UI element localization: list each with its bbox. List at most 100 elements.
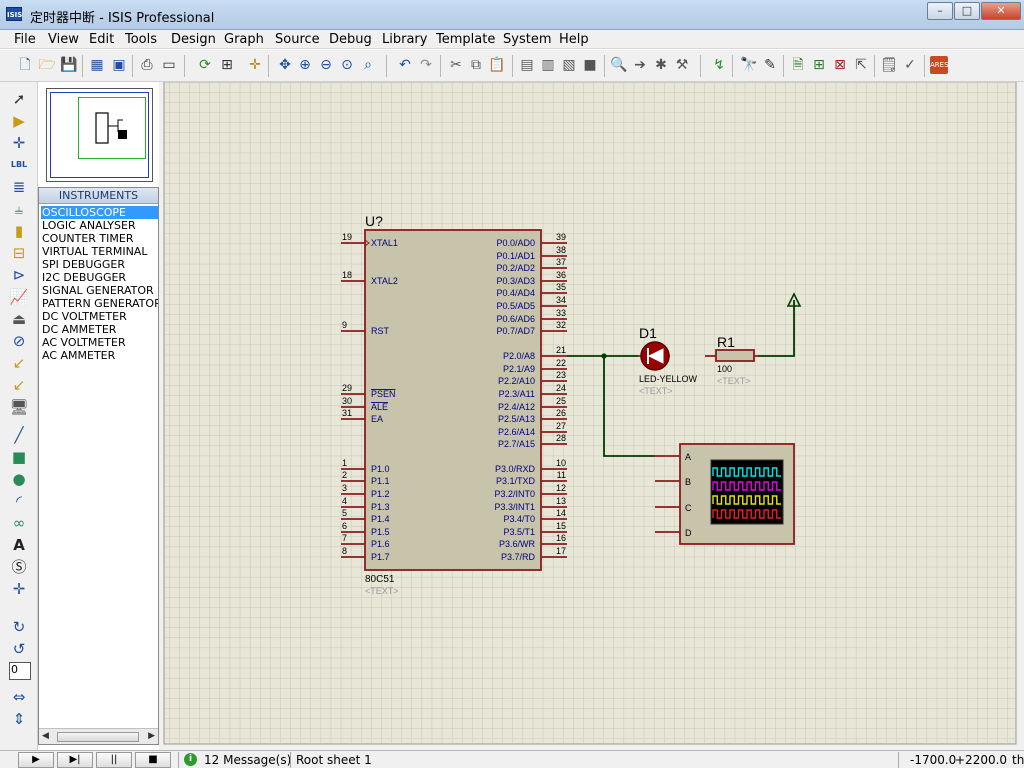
redraw-icon[interactable]: ⟳ <box>199 57 211 73</box>
instrument-item[interactable]: AC VOLTMETER <box>42 336 126 349</box>
block-rotate-icon[interactable]: ▧ <box>562 57 576 73</box>
zoom-out-icon[interactable]: ⊖ <box>320 57 332 73</box>
menu-system[interactable]: System <box>503 32 552 47</box>
block-copy-icon[interactable]: ▤ <box>520 57 534 73</box>
menu-graph[interactable]: Graph <box>224 32 264 47</box>
line-2d-icon[interactable]: ╱ <box>14 426 24 444</box>
minimize-button[interactable]: – <box>927 2 953 20</box>
buses-icon[interactable]: ⫨ <box>14 200 24 218</box>
pick-device-icon[interactable]: 🔍 <box>610 57 628 73</box>
subcircuit-icon[interactable]: ▮ <box>14 222 24 240</box>
terminals-icon[interactable]: ⊟ <box>12 244 26 262</box>
menu-edit[interactable]: Edit <box>89 32 115 47</box>
cut-icon[interactable]: ✂ <box>450 57 462 73</box>
set-area-icon[interactable]: ▭ <box>162 57 176 73</box>
graph-mode-icon[interactable]: 📈 <box>9 288 29 306</box>
tape-recorder-icon[interactable]: ⏏ <box>11 310 27 328</box>
wire-label-icon[interactable]: LBL <box>10 160 28 169</box>
property-assignment-icon[interactable]: ✎ <box>764 57 776 73</box>
import-section-icon[interactable]: ▦ <box>90 57 104 73</box>
scroll-left-icon[interactable]: ◀ <box>42 731 49 741</box>
remove-sheet-icon[interactable]: ⊠ <box>834 57 846 73</box>
menu-template[interactable]: Template <box>436 32 496 47</box>
undo-icon[interactable]: ↶ <box>399 57 411 73</box>
bill-of-materials-icon[interactable]: 🗒 <box>880 57 898 73</box>
instrument-item[interactable]: SIGNAL GENERATOR <box>42 284 154 297</box>
paste-icon[interactable]: 📋 <box>488 57 506 73</box>
mirror-x-icon[interactable]: ⇔ <box>12 688 26 706</box>
close-button[interactable]: ✕ <box>981 2 1021 20</box>
menu-library[interactable]: Library <box>382 32 428 47</box>
mirror-y-icon[interactable]: ⇕ <box>12 710 26 728</box>
zoom-area-icon[interactable]: ⌕ <box>364 57 372 73</box>
schematic-canvas[interactable]: U?80C51<TEXT>19XTAL118XTAL29RST29PSEN30A… <box>159 82 1024 750</box>
wire-autorouter-icon[interactable]: ↯ <box>713 57 725 73</box>
ares-netlist-icon[interactable]: ARES <box>930 56 949 74</box>
play-button[interactable]: ▶ <box>18 752 54 768</box>
menu-source[interactable]: Source <box>275 32 320 47</box>
marker-2d-icon[interactable]: ✛ <box>12 580 26 598</box>
arc-2d-icon[interactable]: ◜ <box>16 492 22 510</box>
maximize-button[interactable]: □ <box>954 2 980 20</box>
text-script-icon[interactable]: ≣ <box>12 178 26 196</box>
wire-p20-scope[interactable] <box>603 356 655 457</box>
new-file-icon[interactable]: 🗋 <box>19 57 31 73</box>
instrument-item[interactable]: DC VOLTMETER <box>42 310 127 323</box>
grid-toggle-icon[interactable]: ⊞ <box>221 57 233 73</box>
instrument-item[interactable]: SPI DEBUGGER <box>42 258 126 271</box>
exit-to-parent-icon[interactable]: ⇱ <box>855 57 867 73</box>
menu-tools[interactable]: Tools <box>125 32 158 47</box>
instrument-item[interactable]: I2C DEBUGGER <box>42 271 127 284</box>
virtual-instruments-icon[interactable]: 🖥 <box>9 398 29 416</box>
voltage-probe-icon[interactable]: ↙ <box>12 354 26 372</box>
scroll-right-icon[interactable]: ▶ <box>148 731 155 741</box>
selection-mode-icon[interactable]: ➚ <box>12 90 26 108</box>
overview-visible-area[interactable] <box>78 97 146 159</box>
rotation-angle-field[interactable]: 0 <box>9 662 31 680</box>
copy-icon[interactable]: ⧉ <box>471 57 481 73</box>
step-button[interactable]: ▶| <box>57 752 93 768</box>
instrument-item[interactable]: OSCILLOSCOPE <box>41 206 158 219</box>
pan-icon[interactable]: ✥ <box>279 57 291 73</box>
package-tool-icon[interactable]: ✱ <box>655 57 667 73</box>
block-delete-icon[interactable]: ■ <box>583 57 597 73</box>
pause-button[interactable]: || <box>96 752 132 768</box>
circle-2d-icon[interactable]: ● <box>12 470 26 488</box>
export-section-icon[interactable]: ▣ <box>112 57 126 73</box>
mcu-body[interactable] <box>364 229 542 571</box>
instrument-item[interactable]: PATTERN GENERATOR <box>42 297 158 310</box>
isis-app-icon[interactable]: ISIS <box>6 7 22 21</box>
path-2d-icon[interactable]: ∞ <box>12 514 26 532</box>
rotate-clockwise-icon[interactable]: ↻ <box>12 618 26 636</box>
instrument-list-scrollbar[interactable]: ◀ ▶ <box>39 728 158 744</box>
resistor-r1-body[interactable] <box>715 349 755 362</box>
overview-window[interactable] <box>46 88 153 182</box>
block-move-icon[interactable]: ▥ <box>541 57 555 73</box>
junction-dot-icon[interactable]: ✛ <box>12 134 26 152</box>
wire-r1-power[interactable] <box>758 300 795 357</box>
generator-mode-icon[interactable]: ⊘ <box>12 332 26 350</box>
instrument-item[interactable]: AC AMMETER <box>42 349 116 362</box>
print-icon[interactable]: ⎙ <box>141 57 153 73</box>
device-pins-icon[interactable]: ⊳ <box>12 266 26 284</box>
menu-debug[interactable]: Debug <box>329 32 372 47</box>
component-mode-icon[interactable]: ▶ <box>13 112 25 130</box>
stop-button[interactable]: ■ <box>135 752 171 768</box>
symbol-2d-icon[interactable]: Ⓢ <box>11 558 27 576</box>
new-sheet-icon[interactable]: 🗎 <box>792 57 804 73</box>
save-icon[interactable]: 💾 <box>60 57 78 73</box>
zoom-all-icon[interactable]: ⊙ <box>341 57 353 73</box>
false-origin-icon[interactable]: ✛ <box>249 57 261 73</box>
instrument-item[interactable]: COUNTER TIMER <box>42 232 134 245</box>
decompose-icon[interactable]: ⚒ <box>675 57 689 73</box>
menu-view[interactable]: View <box>48 32 79 47</box>
search-tag-icon[interactable]: 🔭 <box>740 57 758 73</box>
box-2d-icon[interactable]: ■ <box>11 448 27 466</box>
text-2d-icon[interactable]: A <box>13 536 25 554</box>
instrument-item[interactable]: LOGIC ANALYSER <box>42 219 136 232</box>
scrollbar-thumb[interactable] <box>57 732 139 742</box>
rotate-anticlockwise-icon[interactable]: ↺ <box>12 640 26 658</box>
menu-file[interactable]: File <box>14 32 36 47</box>
instrument-item[interactable]: VIRTUAL TERMINAL <box>42 245 148 258</box>
